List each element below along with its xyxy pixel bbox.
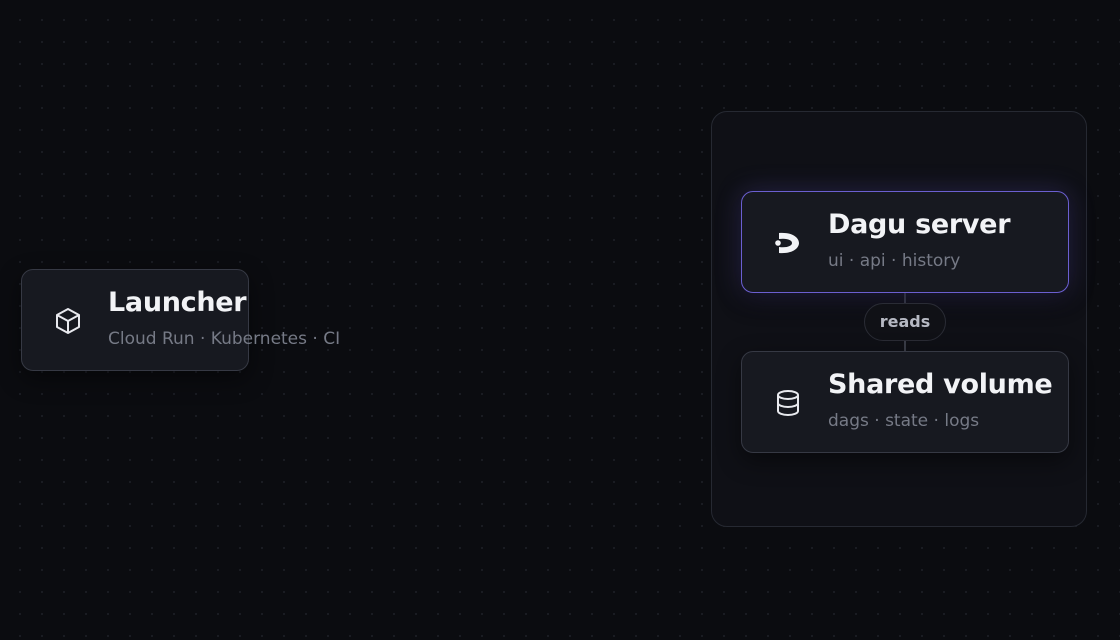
database-icon <box>772 387 804 419</box>
edge-label-reads: reads <box>864 303 946 341</box>
launcher-title: Launcher <box>108 287 247 318</box>
launcher-node[interactable]: Launcher Cloud Run · Kubernetes · CI <box>21 269 340 371</box>
dagu-server-title: Dagu server <box>828 209 1011 240</box>
dagu-server-node[interactable]: Dagu server ui · api · history <box>741 191 1069 293</box>
box-icon <box>52 305 84 337</box>
shared-volume-subtitle: dags · state · logs <box>828 411 980 431</box>
dagu-logo-icon <box>772 227 804 259</box>
launcher-subtitle: Cloud Run · Kubernetes · CI <box>108 329 341 349</box>
shared-volume-node[interactable]: Shared volume dags · state · logs <box>741 351 1069 453</box>
shared-volume-title: Shared volume <box>828 369 1053 400</box>
dagu-server-subtitle: ui · api · history <box>828 251 961 271</box>
